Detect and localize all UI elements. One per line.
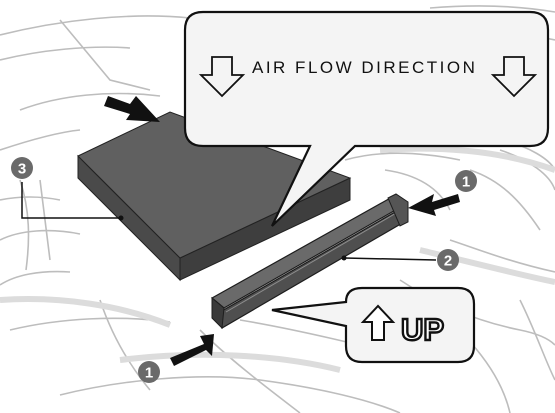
- leader-dot-2: [341, 255, 347, 261]
- badge-1-top-label: 1: [462, 174, 470, 191]
- badge-1-bottom-label: 1: [145, 365, 153, 382]
- badge-1-bottom: 1: [138, 361, 160, 383]
- air-flow-callout: [183, 10, 550, 227]
- push-arrow-left-tab-icon: [170, 334, 214, 366]
- push-arrow-filter-icon: [104, 96, 160, 122]
- cabin-air-filter: [77, 111, 352, 282]
- up-label: UP: [401, 312, 444, 347]
- badge-3-label: 3: [18, 161, 26, 178]
- background-line-art-soft: [0, 145, 555, 373]
- filter-housing-cover: [210, 193, 409, 330]
- badge-2-label: 2: [444, 253, 452, 270]
- push-arrow-right-tab-icon: [408, 194, 460, 216]
- hollow-down-arrow-icon: [490, 56, 538, 98]
- badge-3: 3: [11, 157, 33, 179]
- hollow-up-arrow-icon: [360, 304, 396, 341]
- hollow-down-arrow-icon: [198, 56, 246, 98]
- leader-line-3: [21, 182, 120, 219]
- leader-dot-3: [118, 215, 124, 221]
- badge-1-top: 1: [455, 170, 477, 192]
- leader-line-2: [343, 257, 437, 261]
- filter-top: [77, 111, 352, 259]
- air-flow-direction-label: AIR FLOW DIRECTION: [252, 58, 477, 77]
- leader-lines: [21, 182, 437, 261]
- badge-2: 2: [437, 249, 459, 271]
